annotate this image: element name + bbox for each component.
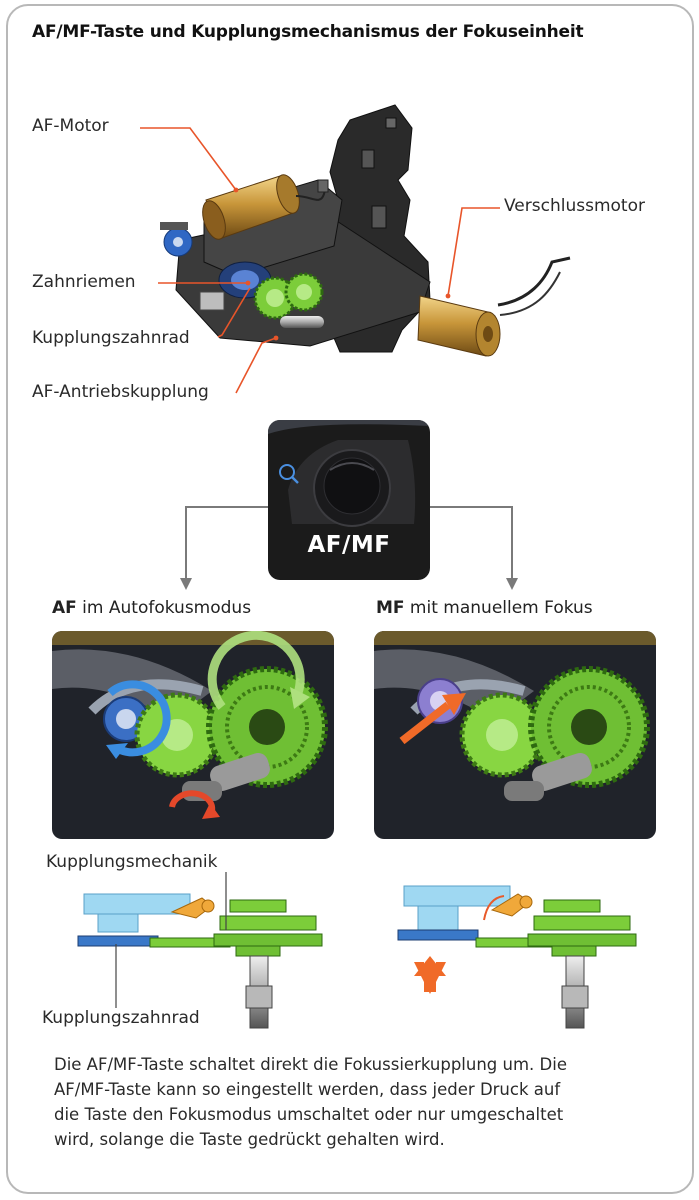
gear-train	[199, 261, 324, 328]
shutter-motor-cable	[497, 256, 571, 307]
caption-line-4: wird, solange die Taste gedrückt gehalte…	[54, 1130, 445, 1149]
blue-wheel	[160, 222, 193, 257]
callout-lines	[140, 127, 500, 394]
mode-af-heading: AF im Autofokusmodus	[52, 598, 251, 618]
af-mf-button-photo: AF/MF	[268, 420, 430, 580]
caption-line-3: die Taste den Fokusmodus umschaltet oder…	[54, 1105, 564, 1124]
callout-af-motor	[140, 127, 237, 191]
push-arrow-up	[414, 956, 446, 992]
label-coupling-mechanism: Kupplungsmechanik	[46, 852, 218, 872]
disengage-arrow	[442, 693, 466, 715]
af-mechanism-side-view	[77, 893, 323, 1029]
focus-unit-illustration	[140, 104, 571, 394]
mf-mechanism-side-view	[397, 885, 637, 1029]
label-af-motor: AF-Motor	[32, 116, 109, 136]
shutter-motor	[417, 295, 501, 357]
coupling-mechanism-diagrams	[77, 872, 637, 1029]
mode-mf-text: mit manuellem Fokus	[404, 598, 593, 618]
mode-mf-abbr: MF	[376, 598, 405, 618]
label-coupling-gear-bottom: Kupplungszahnrad	[42, 1008, 200, 1028]
caption-line-2: AF/MF-Taste kann so eingestellt werden, …	[54, 1080, 561, 1099]
mode-af-abbr: AF	[52, 598, 77, 618]
label-shutter-motor: Verschlussmotor	[504, 196, 645, 216]
label-timing-belt: Zahnriemen	[32, 272, 136, 292]
mode-mf-heading: MF mit manuellem Fokus	[376, 598, 593, 618]
af-motor	[202, 174, 329, 240]
figure-title: AF/MF-Taste und Kupplungsmechanismus der…	[32, 22, 584, 42]
label-af-drive-coupling: AF-Antriebskupplung	[32, 382, 209, 402]
callout-coupling-gear	[217, 287, 251, 338]
callout-af-drive-coupling	[235, 337, 277, 394]
mf-mode-panel	[374, 631, 656, 839]
label-coupling-gear-top: Kupplungszahnrad	[32, 328, 190, 348]
caption: Die AF/MF-Taste schaltet direkt die Foku…	[54, 1052, 684, 1152]
mode-af-text: im Autofokusmodus	[76, 598, 252, 618]
callout-shutter-motor	[447, 207, 500, 297]
caption-line-1: Die AF/MF-Taste schaltet direkt die Foku…	[54, 1055, 567, 1074]
af-mode-panel	[52, 631, 334, 839]
magnifier-icon	[279, 464, 299, 484]
af-mf-button-label: AF/MF	[307, 532, 391, 558]
mode-branch-arrows	[180, 506, 518, 590]
